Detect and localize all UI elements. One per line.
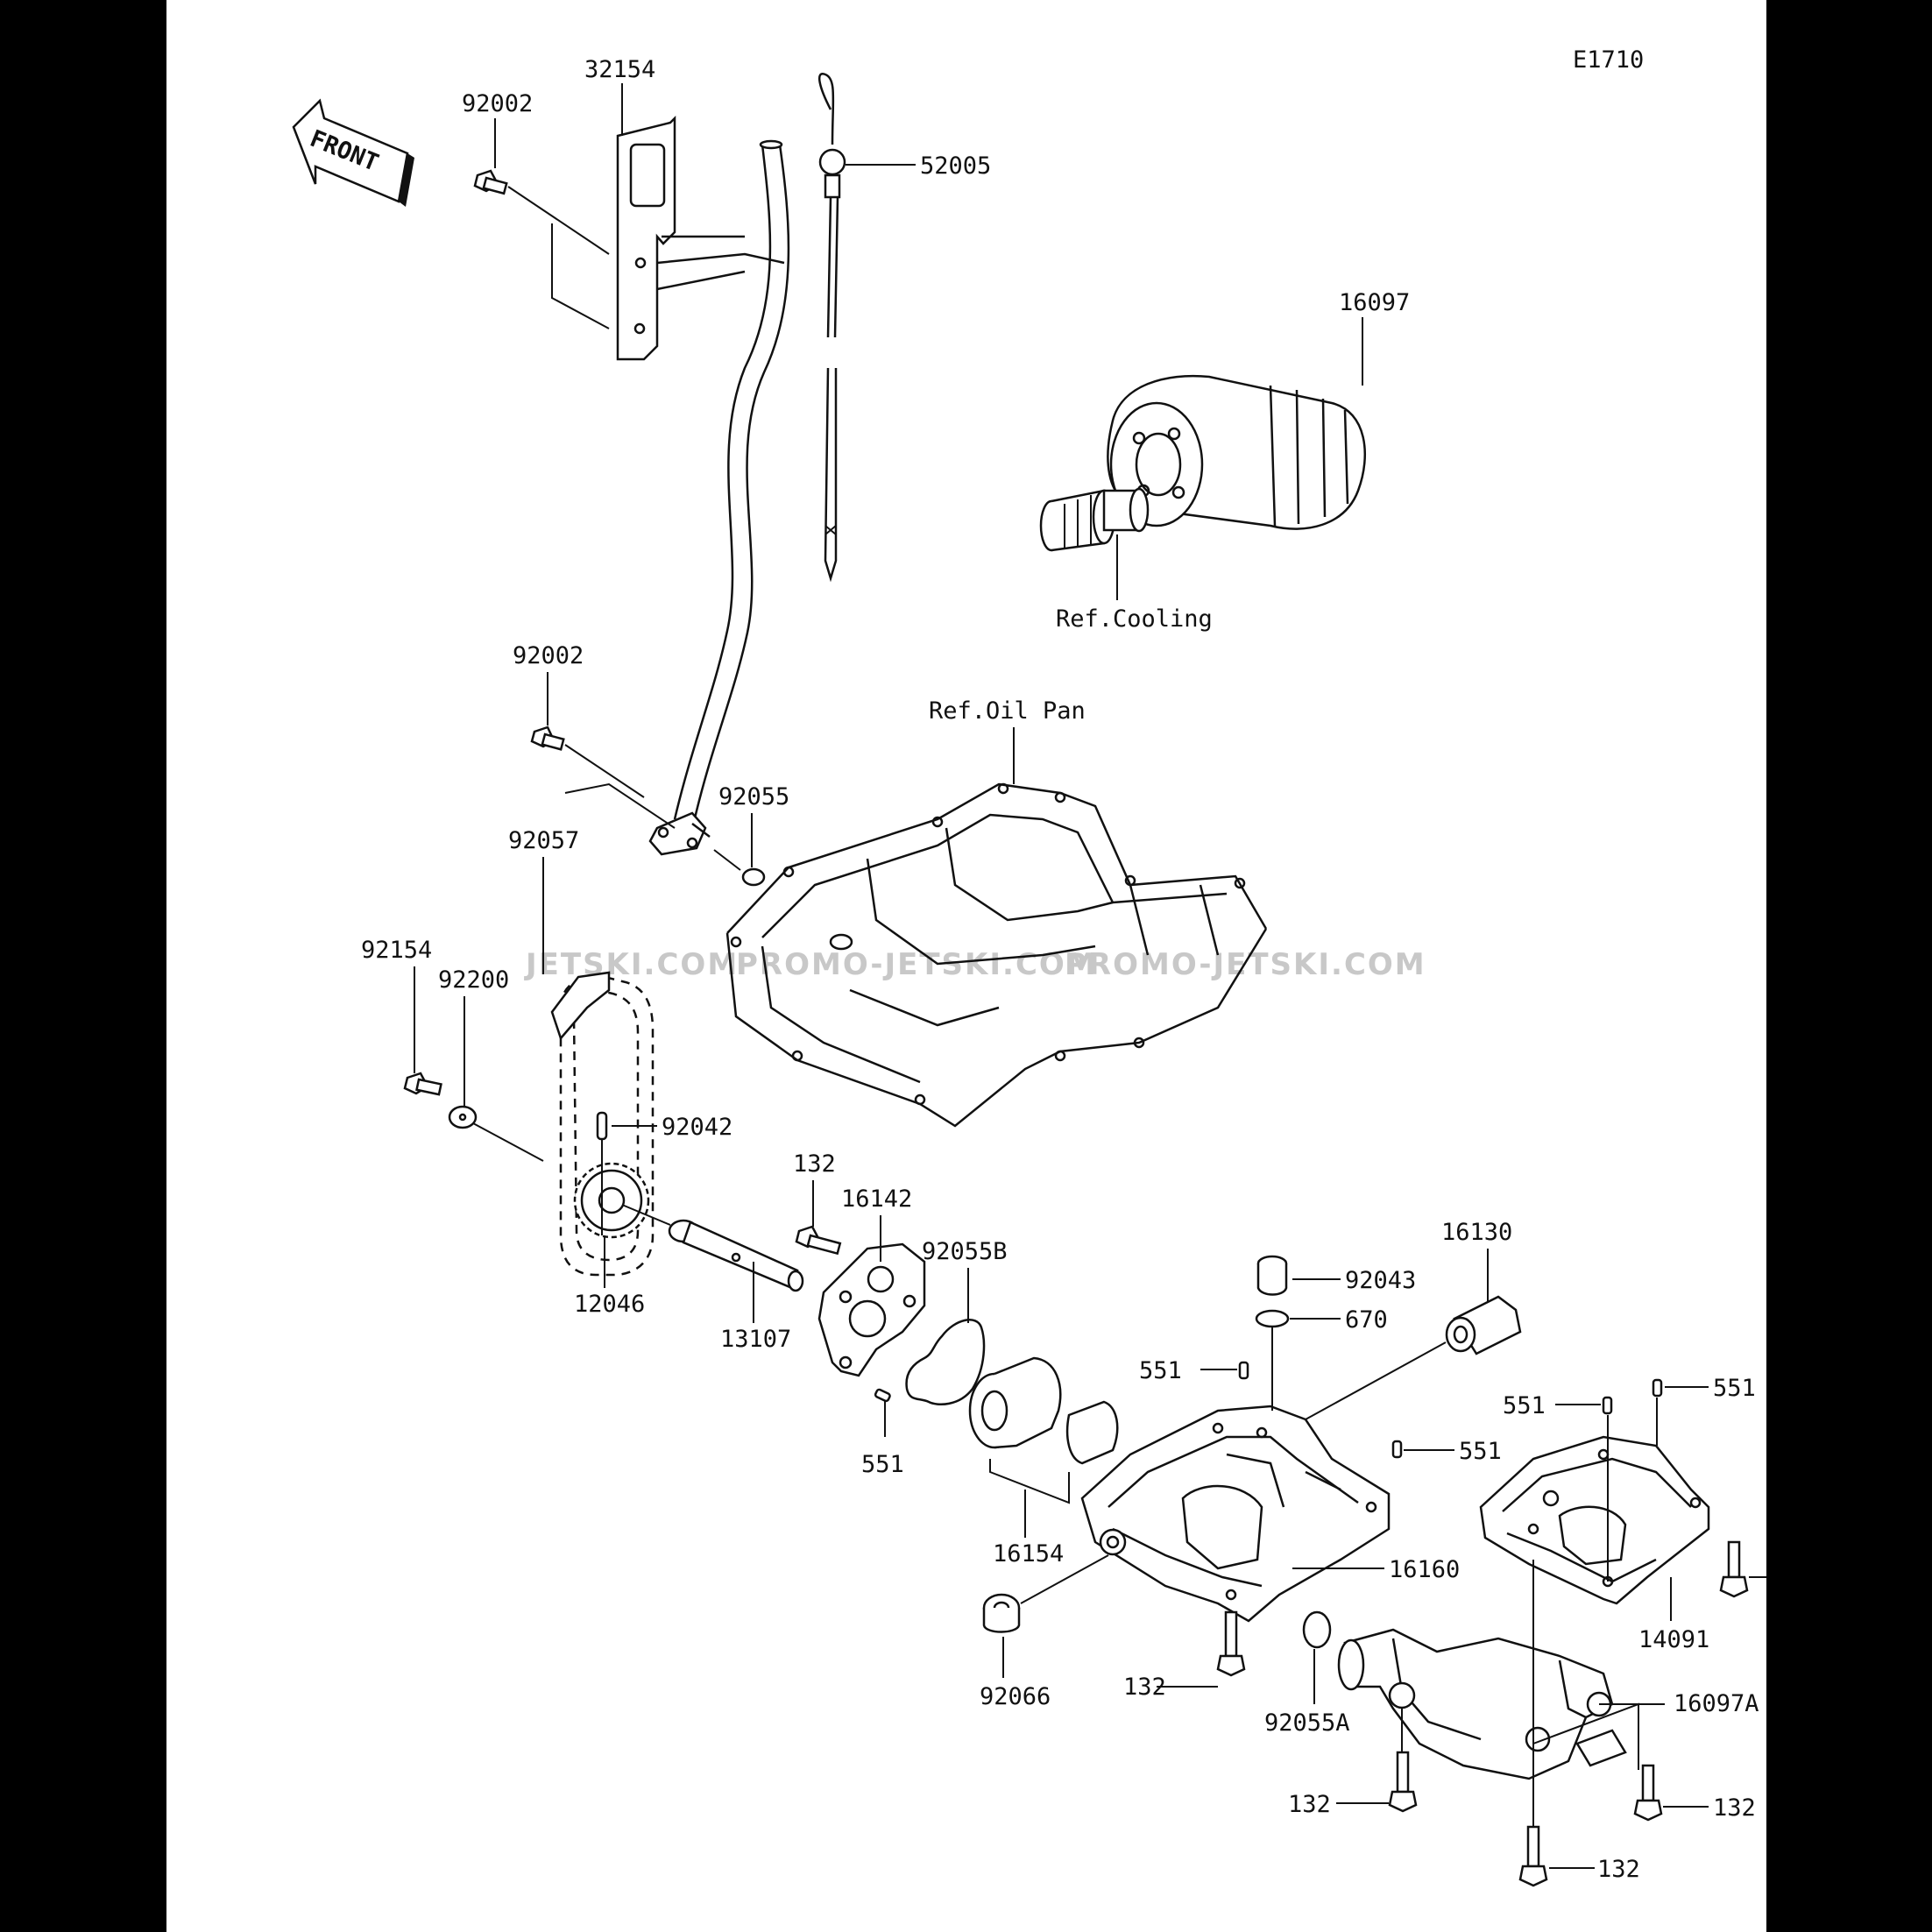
- watermark-1: JETSKI.COM: [524, 947, 739, 982]
- label-551-strainer: 551: [1139, 1357, 1182, 1384]
- label-132-bottom-right: 132: [1713, 1794, 1756, 1822]
- label-551-mid: 551: [1459, 1438, 1502, 1465]
- pin-551-cover-right: [1652, 1378, 1663, 1398]
- label-16130: 16130: [1441, 1219, 1512, 1246]
- o-ring-670: [1255, 1309, 1290, 1328]
- o-ring-92055A: [1302, 1610, 1332, 1649]
- shaft-13107: [668, 1219, 804, 1292]
- label-16142: 16142: [841, 1185, 912, 1213]
- parts-diagram-canvas: E1710 FRONT JETSKI.COM PROMO-JETSKI.COM …: [166, 0, 1766, 1932]
- label-132-bottom-left: 132: [1288, 1791, 1331, 1818]
- label-92042: 92042: [662, 1114, 732, 1141]
- collar-92043: [1256, 1255, 1341, 1296]
- pin-92042: [596, 1111, 608, 1141]
- oil-pump-cover-16142: [817, 1242, 926, 1377]
- label-14091: 14091: [1638, 1626, 1709, 1653]
- label-92055: 92055: [718, 783, 789, 810]
- label-551-cover-right: 551: [1713, 1375, 1756, 1402]
- label-92002-top: 92002: [462, 90, 533, 117]
- bolt-92002-lower: [530, 725, 676, 829]
- bolt-132-cover: [1719, 1540, 1766, 1598]
- cover-14091: [1479, 1435, 1710, 1605]
- bracket-32154: [616, 115, 785, 361]
- diagram-code: E1710: [1573, 46, 1644, 74]
- label-13107: 13107: [720, 1326, 791, 1353]
- dipstick-52005: [817, 73, 846, 583]
- chain-92057: [550, 971, 655, 1277]
- label-92200: 92200: [438, 966, 509, 994]
- dipstick-tube: [648, 139, 790, 856]
- label-92002-lower: 92002: [513, 642, 584, 669]
- gasket-92055B: [905, 1319, 986, 1405]
- label-132-very-bottom: 132: [1597, 1856, 1640, 1883]
- collar-92066: [982, 1554, 1109, 1633]
- bolt-132-strainer: [1157, 1610, 1246, 1688]
- label-16097: 16097: [1339, 289, 1410, 316]
- label-92154: 92154: [361, 937, 432, 964]
- label-132-pump: 132: [793, 1150, 836, 1178]
- label-92055A: 92055A: [1264, 1709, 1350, 1737]
- label-92057: 92057: [508, 827, 579, 854]
- washer-92200: [448, 1105, 544, 1162]
- label-92066: 92066: [980, 1683, 1051, 1710]
- sprocket-12046: [573, 1162, 671, 1239]
- bolt-92002-top: [473, 169, 610, 329]
- label-16097A: 16097A: [1674, 1690, 1759, 1717]
- label-670: 670: [1345, 1306, 1388, 1334]
- label-16160: 16160: [1389, 1556, 1460, 1583]
- label-132-strainer: 132: [1123, 1674, 1166, 1701]
- bolt-132-bottom-right: [1633, 1764, 1709, 1822]
- rotor-16154: [968, 1356, 1119, 1504]
- bolt-132-bottom-left: [1336, 1709, 1418, 1813]
- o-ring-92055: [741, 867, 766, 887]
- label-12046: 12046: [574, 1291, 645, 1318]
- label-551-pump: 551: [861, 1451, 904, 1478]
- bolt-92154: [403, 1072, 442, 1096]
- bolt-132-very-bottom: [1518, 1560, 1595, 1887]
- pin-551-cover-left: [1602, 1396, 1613, 1415]
- strainer-pipe-16097A: [1337, 1628, 1627, 1780]
- label-52005: 52005: [920, 152, 991, 180]
- bolt-132-pump: [795, 1225, 842, 1256]
- watermark-2: PROMO-JETSKI.COM: [736, 947, 1098, 982]
- parts-diagram: E1710 FRONT JETSKI.COM PROMO-JETSKI.COM …: [292, 46, 1766, 1887]
- label-32154: 32154: [584, 56, 655, 83]
- pin-551-pump: [874, 1388, 891, 1403]
- label-551-cover-left: 551: [1503, 1392, 1546, 1419]
- fitting-cooling: [1039, 487, 1150, 552]
- pin-551-mid: [1391, 1440, 1403, 1459]
- label-ref-oil-pan: Ref.Oil Pan: [929, 697, 1086, 725]
- strainer-16160: [1080, 1405, 1391, 1623]
- oil-pan-ref: [725, 782, 1268, 1128]
- label-92043: 92043: [1345, 1267, 1416, 1294]
- front-arrow-icon: FRONT: [292, 98, 414, 207]
- label-92055B: 92055B: [922, 1238, 1008, 1265]
- relief-valve-16130: [1305, 1295, 1522, 1420]
- label-16154: 16154: [993, 1540, 1064, 1568]
- pin-551-strainer: [1238, 1361, 1249, 1380]
- label-ref-cooling: Ref.Cooling: [1056, 605, 1213, 633]
